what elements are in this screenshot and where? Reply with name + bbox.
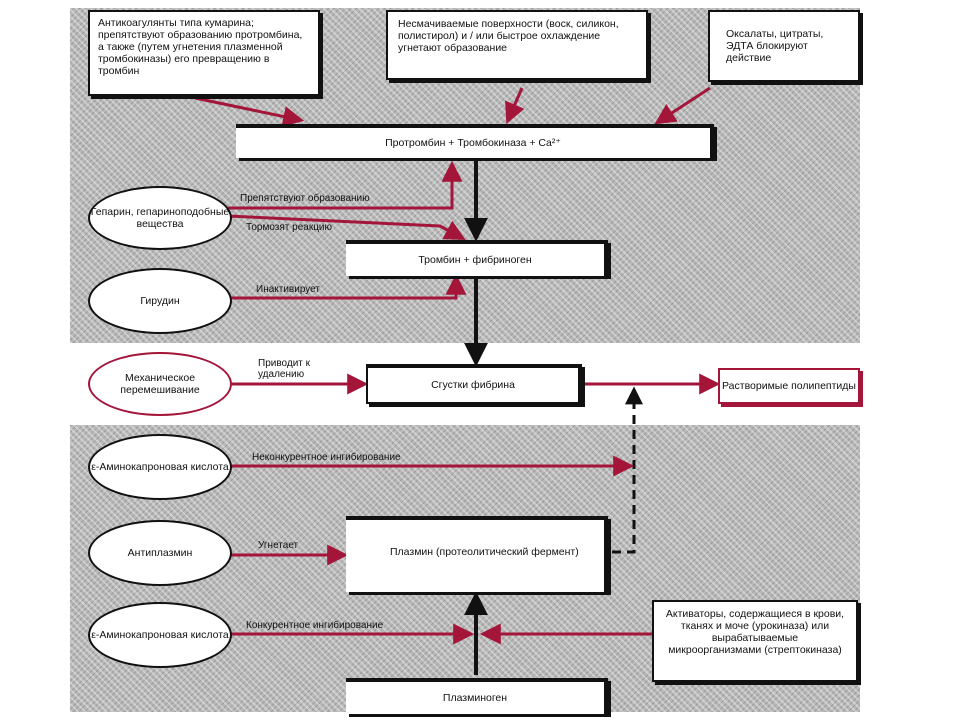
oxalates-text: Оксалаты, цитраты, ЭДТА блокируют действ…	[726, 28, 824, 64]
box-oxalates: Оксалаты, цитраты, ЭДТА блокируют действ…	[708, 10, 860, 82]
box-prothrombin: Протромбин + Тромбокиназа + Ca²⁺	[236, 124, 714, 158]
aminocaproic-2-text: ε-Аминокапроновая кислота	[91, 629, 229, 641]
box-polypeptides: Растворимые полипептиды	[718, 368, 860, 404]
leads-to-removal-text: Приводит к удалению	[258, 358, 311, 380]
prothrombin-text: Протромбин + Тромбокиназа + Ca²⁺	[385, 137, 561, 149]
label-inactivates: Инактивирует	[256, 284, 320, 295]
arrow-oxalates	[654, 86, 711, 125]
arrow-hirudin	[228, 273, 467, 300]
antiplasmin-text: Антиплазмин	[127, 547, 193, 559]
activators-text: Активаторы, содержащиеся в крови, тканях…	[665, 608, 845, 656]
box-thrombin: Тромбин + фибриноген	[346, 240, 608, 276]
mechanical-text: Механическое перемешивание	[120, 372, 200, 396]
box-plasmin: Плазмин (протеолитический фермент)	[346, 516, 608, 592]
label-prevent-formation: Препятствуют образованию	[240, 193, 370, 204]
arrow-heparin-slows	[227, 214, 466, 241]
surfaces-text: Несмачиваемые поверхности (воск, силикон…	[398, 18, 619, 54]
polypeptides-text: Растворимые полипептиды	[722, 380, 856, 392]
hirudin-text: Гирудин	[140, 295, 180, 307]
plasmin-text: Плазмин (протеолитический фермент)	[390, 546, 579, 558]
arrow-surfaces	[505, 87, 525, 124]
box-fibrin: Сгустки фибрина	[366, 364, 582, 404]
oval-mechanical: Механическое перемешивание	[88, 352, 232, 416]
label-slow-reaction: Тормозят реакцию	[246, 222, 333, 233]
box-surfaces: Несмачиваемые поверхности (воск, силикон…	[386, 10, 648, 80]
plasminogen-text: Плазминоген	[442, 692, 508, 704]
box-plasminogen: Плазминоген	[346, 678, 608, 714]
arrow-heparin-prevents	[228, 160, 463, 210]
arrow-plasmin-fibrin	[612, 386, 643, 554]
label-noncompetitive: Неконкурентное ингибирование	[252, 452, 401, 463]
fibrin-text: Сгустки фибрина	[431, 379, 515, 391]
oval-aminocaproic-2: ε-Аминокапроновая кислота	[88, 602, 232, 668]
box-anticoagulants: Антикоагулянты типа кумарина; препятству…	[88, 10, 320, 96]
heparin-text: Гепарин, гепариноподобные вещества	[90, 206, 230, 230]
oval-aminocaproic-1: ε-Аминокапроновая кислота	[88, 434, 232, 500]
anticoagulants-text: Антикоагулянты типа кумарина; препятству…	[98, 17, 303, 77]
label-inhibits: Угнетает	[258, 540, 299, 551]
arrow-anticoagulants	[194, 96, 305, 127]
aminocaproic-1-text: ε-Аминокапроновая кислота	[91, 461, 229, 473]
label-competitive: Конкурентное ингибирование	[246, 620, 384, 631]
oval-antiplasmin: Антиплазмин	[88, 520, 232, 586]
thrombin-text: Тромбин + фибриноген	[418, 254, 532, 266]
oval-heparin: Гепарин, гепариноподобные вещества	[88, 186, 232, 250]
label-leads-to-removal: Приводит к удалению	[258, 358, 358, 380]
oval-hirudin: Гирудин	[88, 268, 232, 334]
box-activators: Активаторы, содержащиеся в крови, тканях…	[652, 600, 858, 682]
